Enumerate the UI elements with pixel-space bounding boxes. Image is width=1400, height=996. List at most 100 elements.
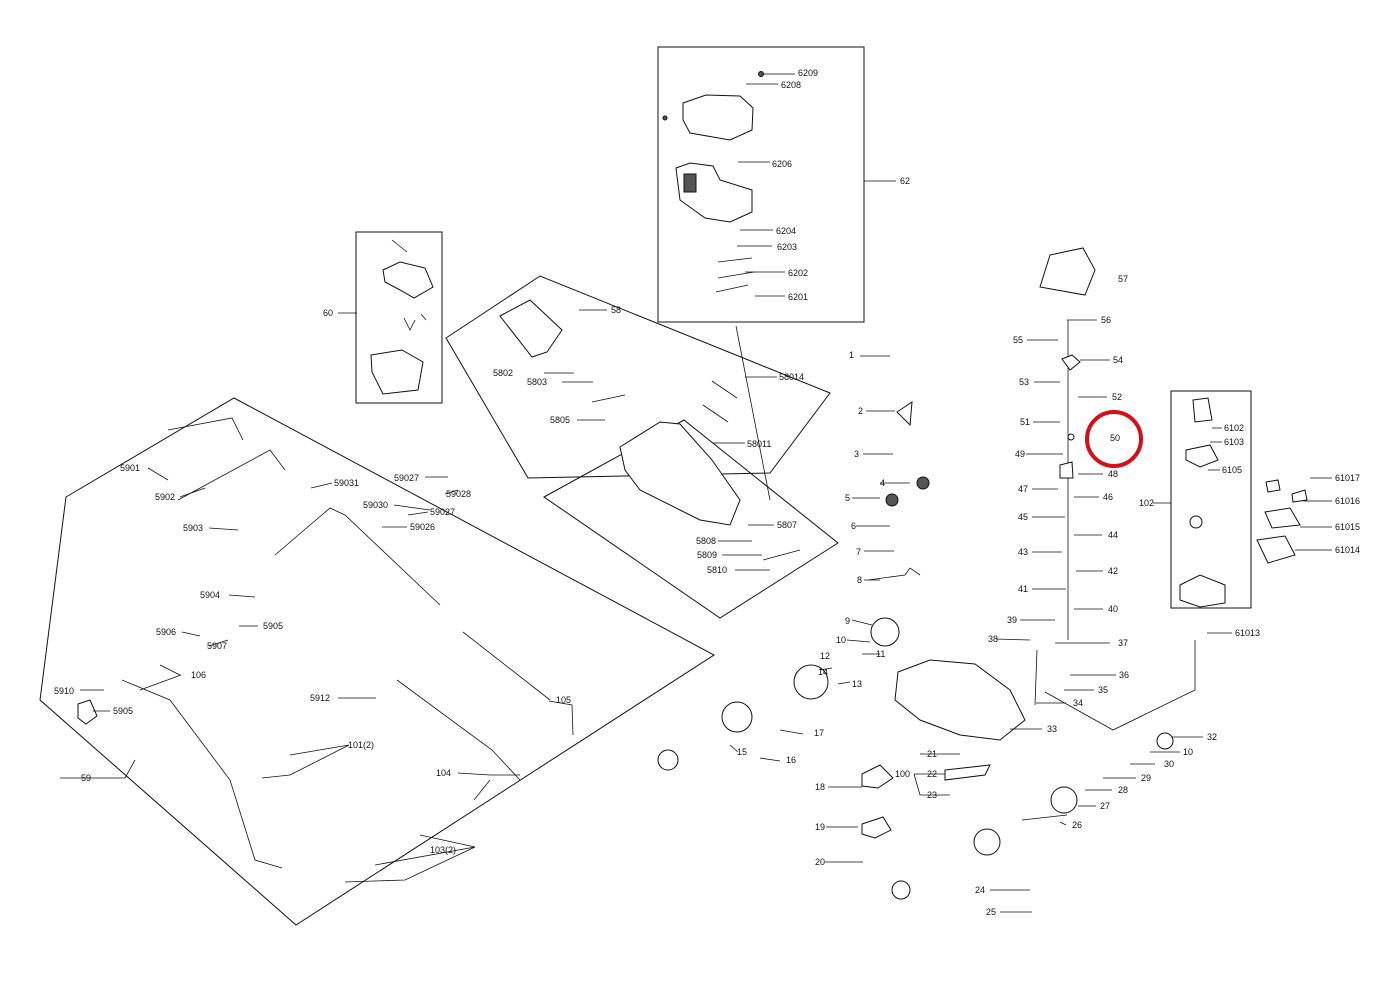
label-5901: 5901 <box>120 463 140 473</box>
box-102 <box>1170 390 1252 609</box>
label-6102: 6102 <box>1224 423 1244 433</box>
label-5803: 5803 <box>527 377 547 387</box>
label-5910: 5910 <box>54 686 74 696</box>
label-10b: 10 <box>1183 747 1193 757</box>
label-33: 33 <box>1047 724 1057 734</box>
label-17: 17 <box>814 728 824 738</box>
label-59027a: 59027 <box>394 473 419 483</box>
box-58 <box>445 275 831 479</box>
label-55: 55 <box>1013 335 1023 345</box>
label-38: 38 <box>988 634 998 644</box>
label-48: 48 <box>1108 469 1118 479</box>
label-37: 37 <box>1118 638 1128 648</box>
label-5905a: 5905 <box>263 621 283 631</box>
part-48-shape <box>1059 461 1074 479</box>
part-61016-left-shape <box>1265 479 1281 493</box>
label-51: 51 <box>1020 417 1030 427</box>
label-5904: 5904 <box>200 590 220 600</box>
label-9: 9 <box>845 616 850 626</box>
label-57: 57 <box>1118 274 1128 284</box>
motor-bearing-part <box>1189 515 1203 529</box>
label-46: 46 <box>1103 492 1113 502</box>
label-6103: 6103 <box>1224 437 1244 447</box>
label-6203: 6203 <box>777 242 797 252</box>
label-103: 103(2) <box>430 845 456 855</box>
label-45: 45 <box>1018 512 1028 522</box>
hubcap-32-part <box>1156 732 1174 750</box>
label-12: 12 <box>820 651 830 661</box>
label-20: 20 <box>815 857 825 867</box>
part-61016-shape <box>1291 489 1308 503</box>
highlight-circle <box>1085 410 1143 468</box>
rear-wheel-13-part <box>793 664 829 700</box>
part-8-shape <box>867 567 921 581</box>
label-19: 19 <box>815 822 825 832</box>
deck-part <box>894 659 1026 741</box>
front-wheel-lower-part <box>973 828 1001 856</box>
motor-top-part <box>1192 397 1213 423</box>
label-5906: 5906 <box>156 627 176 637</box>
part-61015-shape <box>1264 507 1301 529</box>
motor-base-part <box>1179 574 1226 608</box>
label-61015: 61015 <box>1335 522 1360 532</box>
part-labels: 62 6209 6208 6206 6204 6203 6202 6201 60… <box>54 68 1360 917</box>
label-16: 16 <box>786 755 796 765</box>
box-62 <box>657 46 865 323</box>
label-40: 40 <box>1108 604 1118 614</box>
battery-terminal-part <box>683 173 697 193</box>
label-4: 4 <box>880 478 885 488</box>
part-54-shape <box>1061 354 1081 371</box>
label-41: 41 <box>1018 584 1028 594</box>
front-wheel-27-part <box>1050 786 1078 814</box>
label-5810: 5810 <box>707 565 727 575</box>
label-43: 43 <box>1018 547 1028 557</box>
label-6: 6 <box>851 521 856 531</box>
label-61016: 61016 <box>1335 496 1360 506</box>
label-6209: 6209 <box>798 68 818 78</box>
label-58014: 58014 <box>779 372 804 382</box>
label-32: 32 <box>1207 732 1217 742</box>
label-39: 39 <box>1007 615 1017 625</box>
label-6202: 6202 <box>788 268 808 278</box>
label-18: 18 <box>815 782 825 792</box>
clips-58-part <box>591 394 801 561</box>
part-4-shape <box>916 476 930 490</box>
label-6206: 6206 <box>772 159 792 169</box>
label-59028: 59028 <box>446 489 471 499</box>
part-57-shape <box>1039 247 1096 296</box>
label-35: 35 <box>1098 685 1108 695</box>
hubcap-9-part <box>870 617 900 647</box>
label-47: 47 <box>1018 484 1028 494</box>
label-27: 27 <box>1100 801 1110 811</box>
label-6201: 6201 <box>788 292 808 302</box>
blade-22-part <box>944 764 991 781</box>
label-25: 25 <box>986 907 996 917</box>
label-56: 56 <box>1101 315 1111 325</box>
upper-handle-part <box>167 417 286 501</box>
label-5807: 5807 <box>777 520 797 530</box>
switch-springs-part <box>391 239 427 331</box>
label-29: 29 <box>1141 773 1151 783</box>
screw-side-part <box>662 115 668 121</box>
switch-housing-part <box>370 349 424 395</box>
label-61013: 61013 <box>1235 628 1260 638</box>
part-5-shape <box>885 493 899 507</box>
label-50: 50 <box>1110 433 1120 443</box>
label-28: 28 <box>1118 785 1128 795</box>
label-15: 15 <box>737 747 747 757</box>
label-22: 22 <box>927 769 937 779</box>
fan-19-part <box>861 816 892 839</box>
handle-tube-part <box>274 507 441 606</box>
label-49: 49 <box>1015 449 1025 459</box>
label-5808: 5808 <box>696 536 716 546</box>
label-26: 26 <box>1072 820 1082 830</box>
label-62: 62 <box>900 176 910 186</box>
label-58: 58 <box>611 305 621 315</box>
battery-cover-part <box>682 94 754 141</box>
label-44: 44 <box>1108 530 1118 540</box>
part-50-shape <box>1067 433 1075 441</box>
label-5805: 5805 <box>550 415 570 425</box>
label-5809: 5809 <box>697 550 717 560</box>
axle-rods-part <box>1021 649 1068 821</box>
